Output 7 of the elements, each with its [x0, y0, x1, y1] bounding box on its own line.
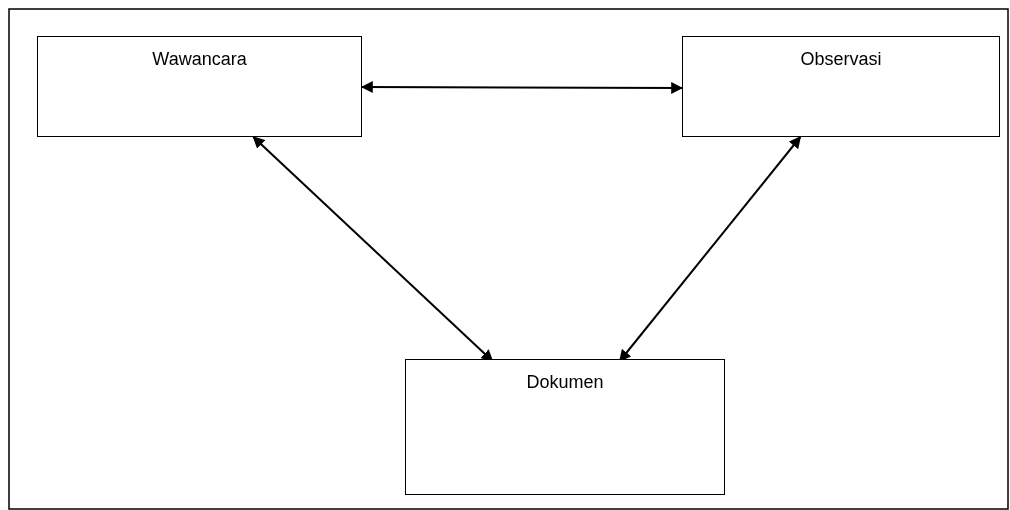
arrow	[360, 81, 684, 94]
process-box	[682, 36, 1000, 137]
box-label: Wawancara	[152, 49, 247, 71]
box-label: Dokumen	[526, 372, 604, 394]
box-label: Observasi	[800, 49, 882, 71]
process-box	[37, 36, 362, 137]
process-box	[405, 359, 725, 495]
